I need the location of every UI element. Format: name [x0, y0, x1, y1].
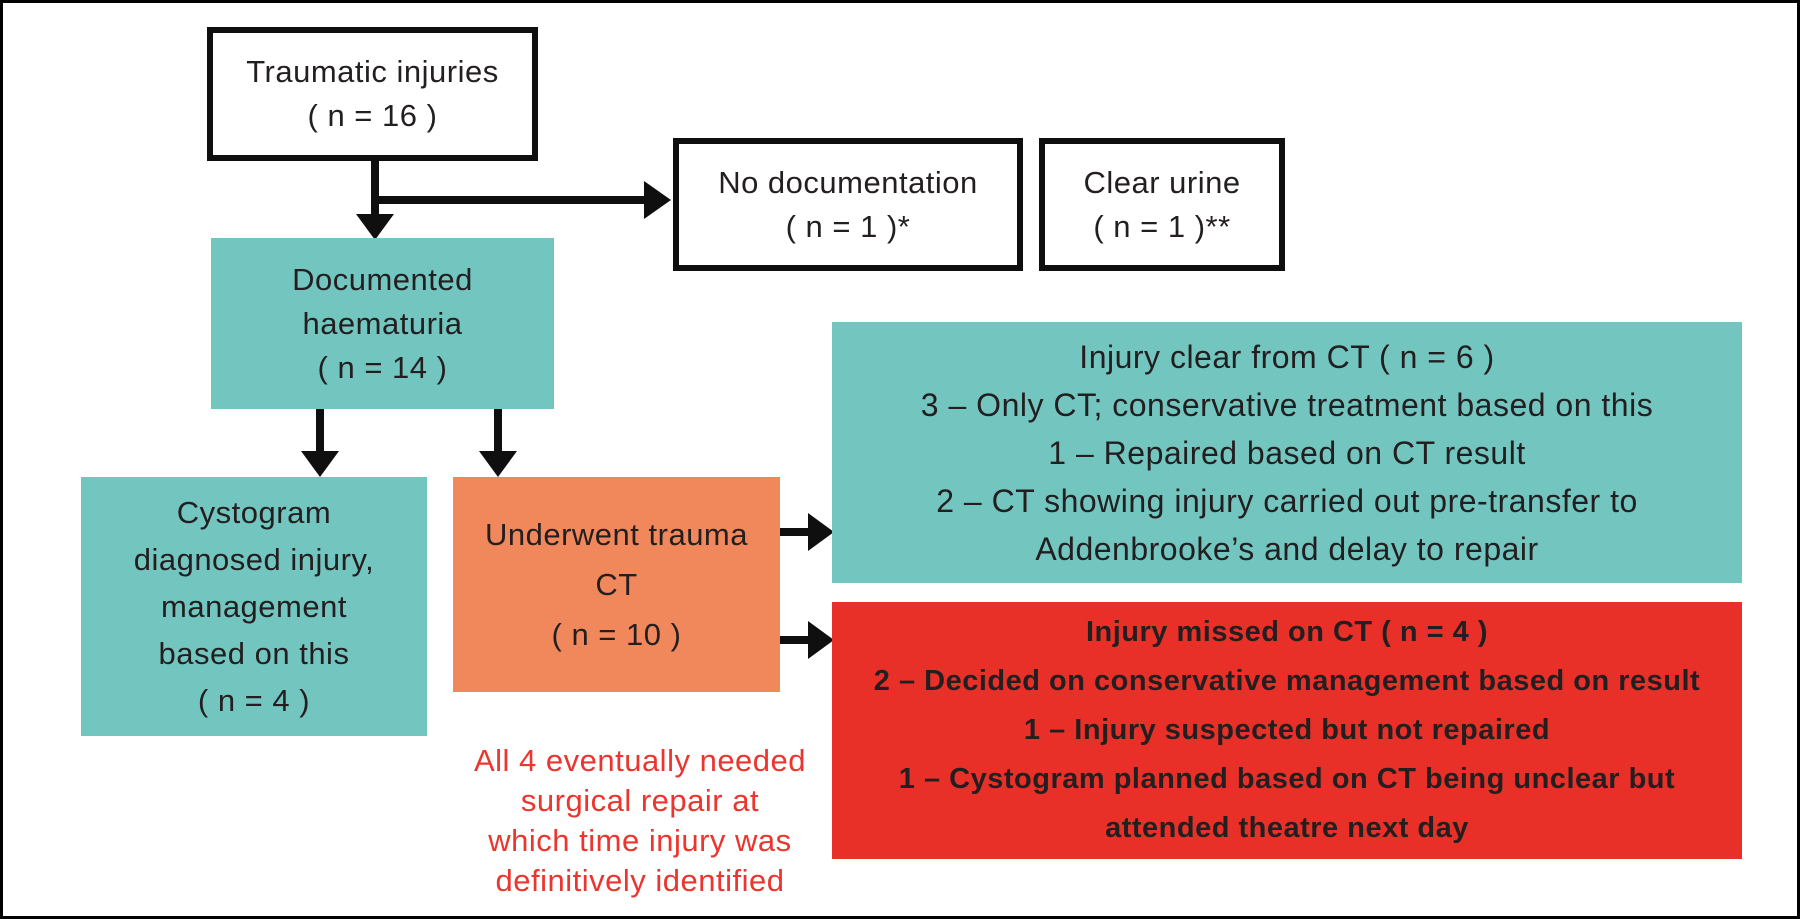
- node-underwent-trauma-ct: Underwent trauma CT ( n = 10 ): [453, 477, 780, 692]
- footnote-all-four-needed-repair: All 4 eventually needed surgical repair …: [473, 743, 807, 898]
- node-no-documentation: No documentation ( n = 1 )*: [673, 138, 1023, 271]
- arrow-traumatic-to-haematuria: [356, 158, 394, 240]
- node-injury-missed-on-ct: Injury missed on CT ( n = 4 ) 2 – Decide…: [832, 602, 1742, 859]
- node-clear-urine: Clear urine ( n = 1 )**: [1039, 138, 1285, 271]
- node-injury-clear-from-ct: Injury clear from CT ( n = 6 ) 3 – Only …: [832, 322, 1742, 583]
- arrow-trauma-ct-to-injury-clear: [780, 513, 834, 551]
- arrow-haematuria-to-cystogram: [301, 406, 339, 477]
- arrow-trauma-ct-to-injury-missed: [780, 621, 834, 659]
- node-traumatic-injuries: Traumatic injuries ( n = 16 ): [207, 27, 538, 161]
- arrow-traumatic-to-no-documentation: [371, 181, 671, 219]
- arrow-haematuria-to-trauma-ct: [479, 406, 517, 477]
- node-cystogram-diagnosed-injury: Cystogram diagnosed injury, management b…: [81, 477, 427, 736]
- node-documented-haematuria: Documented haematuria ( n = 14 ): [211, 238, 554, 409]
